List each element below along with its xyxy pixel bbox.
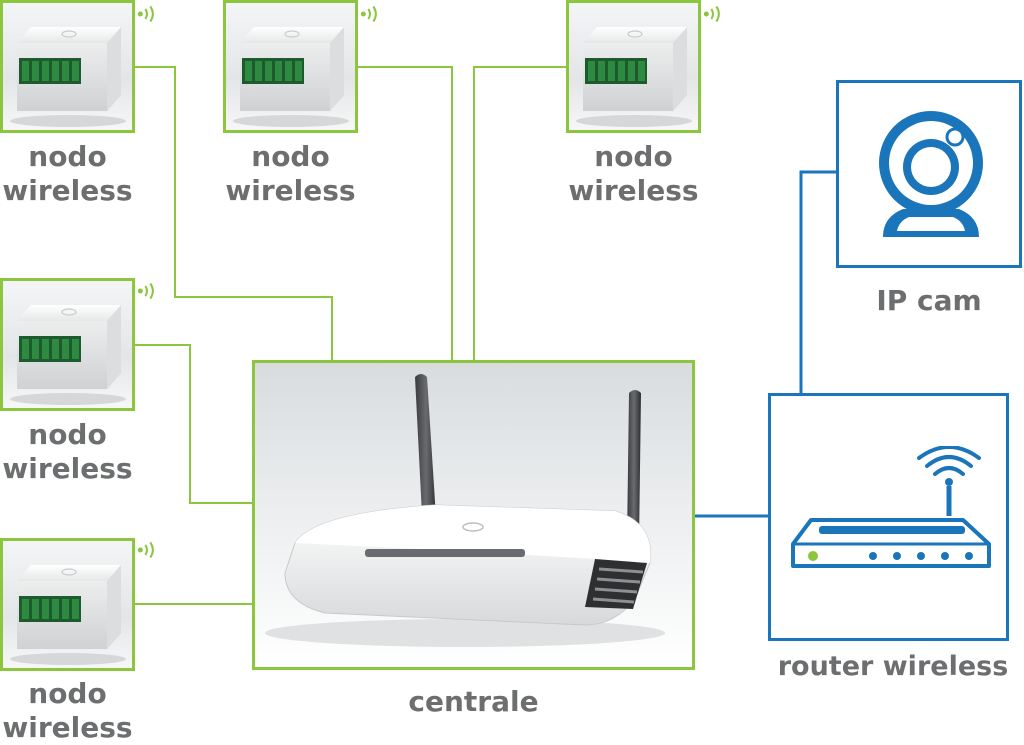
wire-node-3 — [473, 66, 568, 362]
wire-node-2 — [357, 66, 453, 362]
wifi-signal-icon — [137, 4, 157, 24]
node-wireless-1 — [0, 0, 135, 133]
router-icon — [791, 446, 991, 568]
wifi-signal-icon — [703, 4, 723, 24]
central-hub-label: centrale — [408, 685, 539, 718]
node-wireless-5 — [0, 538, 135, 671]
ip-cam-label: IP cam — [876, 284, 982, 317]
wire-node-4 — [133, 344, 253, 504]
wire-router-ipcam — [799, 170, 838, 393]
wireless-node-device-icon — [3, 541, 133, 671]
wireless-node-device-icon — [3, 281, 133, 411]
node-wireless-4 — [0, 278, 135, 411]
router-label: router wireless — [777, 651, 1009, 682]
ip-cam-box — [836, 80, 1022, 268]
wifi-signal-icon — [360, 4, 380, 24]
wifi-signal-icon — [137, 540, 157, 560]
node-wireless-3 — [566, 0, 701, 133]
status-led — [808, 551, 818, 561]
wireless-node-device-icon — [569, 3, 699, 133]
central-hub-box — [252, 360, 695, 670]
ip-camera-icon — [879, 111, 983, 237]
wireless-node-device-icon — [3, 3, 133, 133]
wireless-node-device-icon — [226, 3, 356, 133]
wireless-hub-device-icon — [265, 374, 665, 647]
wifi-signal-icon — [137, 281, 157, 301]
router-box — [768, 393, 1009, 641]
wire-node-1 — [133, 66, 333, 362]
node-wireless-2 — [223, 0, 358, 133]
